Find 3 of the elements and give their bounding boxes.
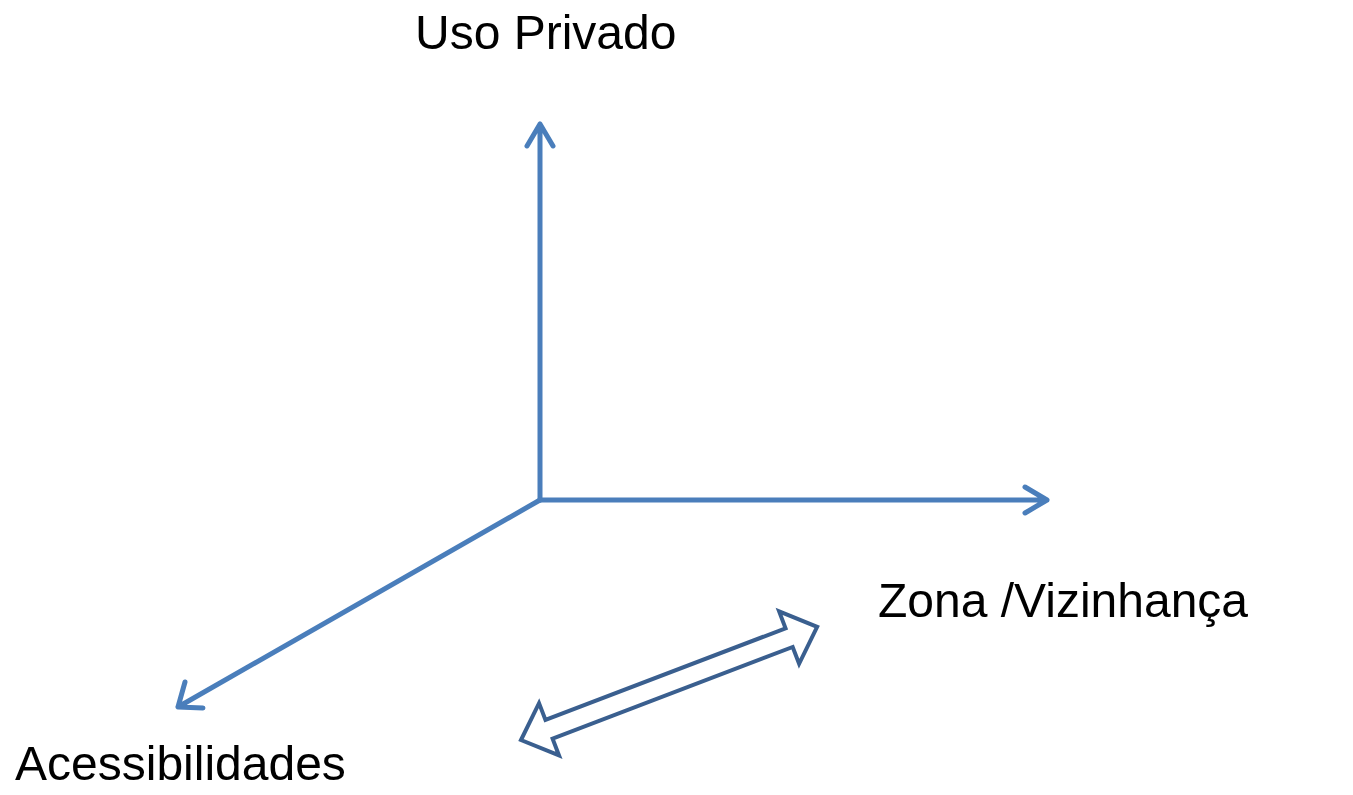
axis-label: Acessibilidades bbox=[15, 738, 346, 791]
axis-label: Uso Privado bbox=[415, 7, 677, 60]
axis-label: Zona /Vizinhança bbox=[878, 575, 1249, 628]
